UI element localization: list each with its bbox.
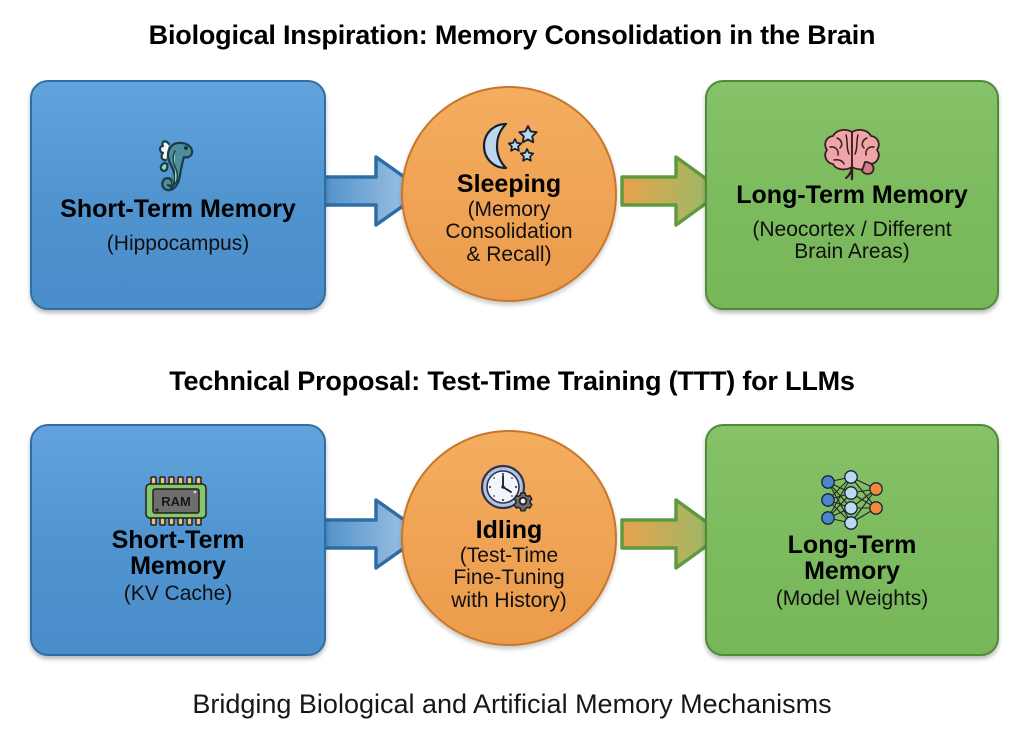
section-title-technical: Technical Proposal: Test-Time Training (… — [169, 366, 855, 396]
node-title: Sleeping — [456, 170, 562, 199]
node-sleeping[interactable]: Sleeping (Memory Consolidation & Recall) — [401, 86, 617, 302]
node-subtitle: (Hippocampus) — [106, 231, 250, 255]
clock-gear-icon — [478, 463, 540, 517]
ram-chip-icon: RAM — [140, 475, 216, 527]
node-subtitle: (Memory Consolidation & Recall) — [445, 197, 573, 267]
node-long-term-memory-llm[interactable]: Long-Term Memory (Model Weights) — [705, 424, 999, 656]
section-title-biological: Biological Inspiration: Memory Consolida… — [148, 20, 876, 50]
node-subtitle: (Test-Time Fine-Tuning with History) — [451, 543, 567, 613]
node-subtitle: (Neocortex / Different Brain Areas) — [752, 217, 952, 264]
node-long-term-memory-bio[interactable]: Long-Term Memory (Neocortex / Different … — [705, 80, 999, 310]
seahorse-icon — [155, 134, 201, 196]
node-subtitle: (Model Weights) — [775, 586, 929, 610]
node-short-term-memory-bio[interactable]: Short-Term Memory (Hippocampus) — [30, 80, 326, 310]
node-short-term-memory-llm[interactable]: RAM Short-Term Memory (KV Cache) — [30, 424, 326, 656]
node-idling[interactable]: Idling (Test-Time Fine-Tuning with Histo… — [401, 430, 617, 646]
arrow-sleeping-to-ltm — [620, 155, 725, 227]
ram-chip-label: RAM — [161, 494, 191, 509]
arrow-stm-to-sleeping — [318, 155, 426, 227]
node-title: Idling — [475, 516, 543, 545]
crescent-moon-stars-icon — [476, 121, 542, 171]
arrow-kv-to-idling — [318, 498, 426, 570]
node-title: Short-Term Memory — [111, 525, 245, 581]
footer-caption: Bridging Biological and Artificial Memor… — [192, 689, 832, 719]
node-title: Long-Term Memory — [736, 181, 968, 210]
arrow-idling-to-weights — [620, 498, 725, 570]
node-title: Long-Term Memory — [787, 530, 917, 586]
node-subtitle: (KV Cache) — [123, 581, 233, 605]
brain-icon — [821, 126, 883, 182]
node-title: Short-Term Memory — [60, 195, 296, 224]
neural-network-icon — [815, 469, 889, 532]
